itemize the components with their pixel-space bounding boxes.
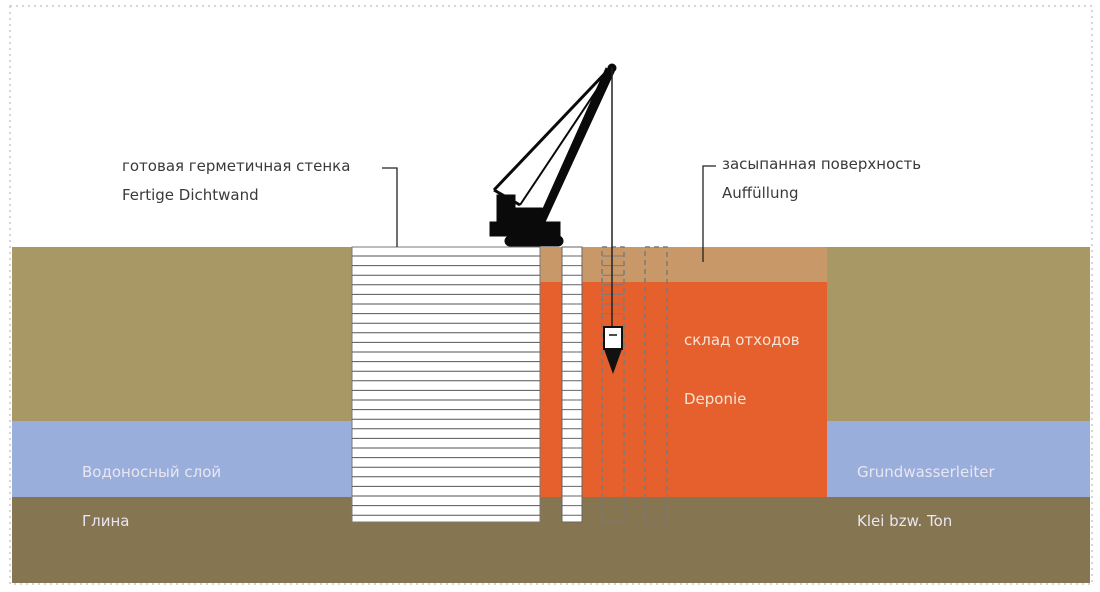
fill-callout-line [702,165,716,262]
landfill-zone [540,282,827,497]
wall-callout-line [382,167,398,247]
trench-grab-icon [603,326,623,374]
fill-label-de: Auffüllung [722,184,799,202]
crawler-crane-icon [489,63,617,330]
wall-label-de: Fertige Dichtwand [122,186,259,204]
clay-label-de: Klei bzw. Ton [857,512,953,530]
dotted-frame [9,5,1093,585]
clay-label-ru: Глина [82,512,130,530]
excavation-panel [601,246,625,523]
clay-layer [12,497,1090,583]
aquifer-label-ru: Водоносный слой [82,463,222,481]
next-panel-outline [644,246,668,523]
landfill-label-ru: склад отходов [684,331,800,349]
landfill-label-de: Deponie [684,390,747,408]
wall-label-ru: готовая герметичная стенка [122,157,351,175]
aquifer-label-de: Grundwasserleiter [857,463,995,481]
backfill-zone [540,247,827,282]
finished-wall [351,246,541,523]
fill-label-ru: засыпанная поверхность [722,155,922,173]
trench-panel [561,246,583,523]
